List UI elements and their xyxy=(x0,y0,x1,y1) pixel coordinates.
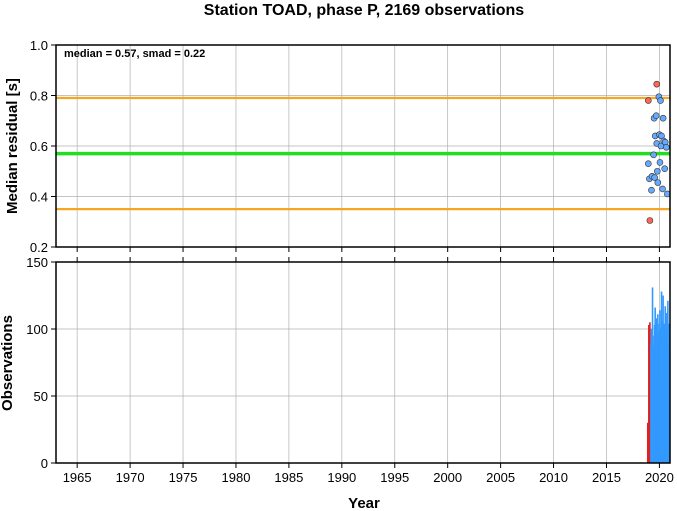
top-y-tick-label: 0.2 xyxy=(30,240,48,255)
top-y-tick-label: 0.8 xyxy=(30,89,48,104)
residual-point xyxy=(659,185,666,193)
residual-point xyxy=(656,159,664,166)
x-tick-label: 1985 xyxy=(274,470,303,485)
bottom-y-tick-label: 50 xyxy=(34,389,48,404)
top-y-tick-label: 0.6 xyxy=(30,139,48,154)
chart-title: Station TOAD, phase P, 2169 observations xyxy=(204,2,525,19)
residual-point xyxy=(661,165,669,173)
observation-bar xyxy=(650,329,653,463)
x-tick-label: 1970 xyxy=(116,470,145,485)
x-tick-label: 1975 xyxy=(169,470,198,485)
x-tick-label: 2010 xyxy=(539,470,568,485)
x-ticks: 1965 1970 1975 1980 1985 1990 1995 2000 2005 2010… xyxy=(63,247,674,485)
x-axis-label: Year xyxy=(348,495,380,511)
x-tick-label: 1995 xyxy=(380,470,409,485)
reference-lines xyxy=(56,96,670,211)
residual-point xyxy=(653,167,661,175)
top-y-tick-label: 0.4 xyxy=(30,190,48,205)
stats-annotation: median = 0.57, smad = 0.22 xyxy=(64,48,205,60)
observation-bar xyxy=(652,335,654,463)
bottom-y-tick-label: 0 xyxy=(41,456,48,471)
residual-point xyxy=(644,97,652,104)
x-tick-label: 1980 xyxy=(222,470,251,485)
top-y-ticks: 0.2 0.4 0.6 0.8 1.0 xyxy=(30,38,56,255)
residual-point xyxy=(646,217,654,224)
residual-point xyxy=(657,97,664,104)
top-y-axis-label: Median residual [s] xyxy=(4,78,21,214)
residual-point xyxy=(662,143,670,151)
residual-point xyxy=(650,151,657,159)
bottom-y-tick-label: 150 xyxy=(26,255,48,270)
residual-point xyxy=(659,114,667,122)
observation-bar xyxy=(648,324,650,463)
residual-point xyxy=(651,174,658,181)
x-tick-label: 1965 xyxy=(63,470,92,485)
x-tick-label: 2015 xyxy=(592,470,621,485)
bottom-y-ticks: 0 50 100 150 xyxy=(26,255,56,471)
x-tick-label: 2005 xyxy=(486,470,515,485)
bottom-y-axis-label: Observations xyxy=(0,315,16,411)
residual-point xyxy=(644,160,652,167)
x-tick-label: 2020 xyxy=(645,470,674,485)
bottom-panel-frame xyxy=(55,261,671,464)
residual-point xyxy=(653,80,661,88)
residual-point xyxy=(648,186,655,194)
residual-point xyxy=(654,179,662,186)
residual-point xyxy=(652,112,660,119)
x-tick-label: 2000 xyxy=(433,470,462,485)
x-tick-label: 1990 xyxy=(327,470,356,485)
top-y-tick-label: 1.0 xyxy=(30,38,48,53)
observation-bar xyxy=(646,422,649,463)
observation-bars xyxy=(646,287,671,463)
bottom-panel-grid xyxy=(56,261,670,464)
bottom-y-tick-label: 100 xyxy=(26,322,48,337)
top-panel-grid xyxy=(56,44,670,248)
